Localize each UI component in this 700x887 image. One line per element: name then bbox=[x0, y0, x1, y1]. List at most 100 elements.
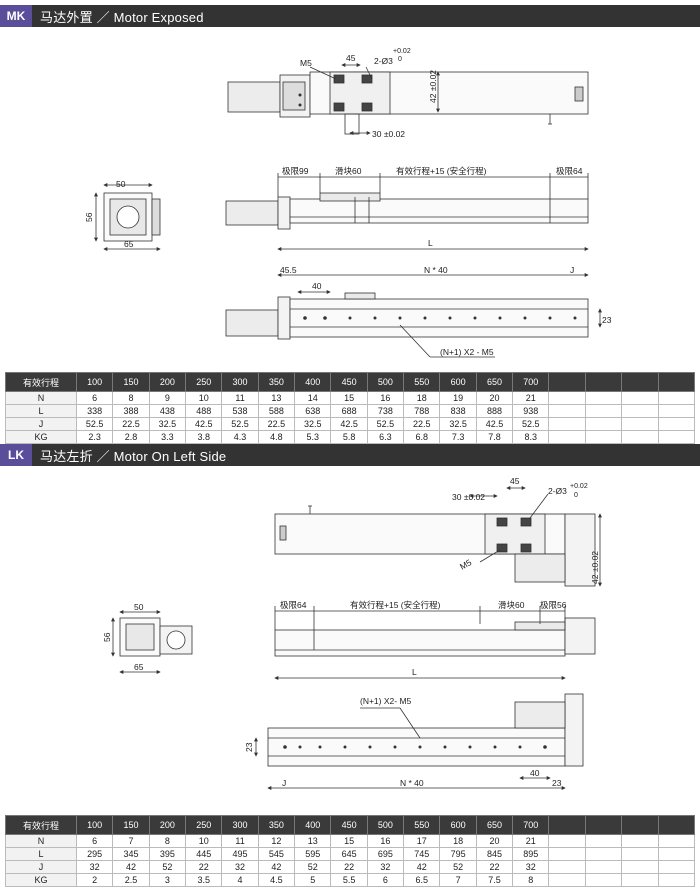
dim-hole: 2-Ø3 bbox=[548, 486, 567, 496]
table-cell: 745 bbox=[403, 847, 441, 861]
header-cell: 500 bbox=[366, 815, 405, 835]
dim-42: 42 ±0.02 bbox=[590, 551, 600, 584]
header-cell: 500 bbox=[366, 372, 405, 392]
section-title: 马达左折 ／ Motor On Left Side bbox=[40, 448, 227, 464]
table-cell: 7 bbox=[439, 873, 477, 887]
table-cell: 42.5 bbox=[330, 417, 368, 431]
header-cell bbox=[621, 815, 659, 835]
table-cell: 52 bbox=[294, 860, 332, 874]
table-cell: 388 bbox=[112, 404, 150, 418]
table-cell: 3.5 bbox=[185, 873, 223, 887]
header-cell: 100 bbox=[75, 815, 114, 835]
table-cell bbox=[657, 834, 695, 848]
table-cell: 6 bbox=[75, 834, 114, 848]
table-cell: 12 bbox=[257, 834, 296, 848]
table-cell: 16 bbox=[366, 834, 405, 848]
section-code: LK bbox=[0, 444, 32, 466]
dim-56: 56 bbox=[102, 632, 112, 642]
header-cell bbox=[657, 372, 695, 392]
table-cell: 52.5 bbox=[512, 417, 550, 431]
table-cell: 345 bbox=[112, 847, 150, 861]
header-cell: 650 bbox=[475, 372, 514, 392]
table-cell: 7.8 bbox=[475, 430, 514, 444]
dim-65: 65 bbox=[134, 662, 144, 672]
section-title: 马达外置 ／ Motor Exposed bbox=[40, 9, 204, 25]
table-cell: 295 bbox=[75, 847, 114, 861]
header-cell: 250 bbox=[185, 815, 223, 835]
dim-hole: 2-Ø3 bbox=[374, 56, 393, 66]
table-cell: 595 bbox=[294, 847, 332, 861]
header-cell: 200 bbox=[148, 372, 187, 392]
table-cell: 3.8 bbox=[185, 430, 223, 444]
table-cell: J bbox=[5, 860, 77, 874]
table-cell: 795 bbox=[439, 847, 477, 861]
table-cell: 2.5 bbox=[112, 873, 150, 887]
dim-45-5: 45.5 bbox=[280, 265, 297, 275]
spec-table-lk: 有效行程 100 150 200 250 300 350 400 450 500… bbox=[5, 815, 695, 887]
table-cell: 32 bbox=[366, 860, 405, 874]
table-cell: 20 bbox=[475, 391, 514, 405]
dim-holes: (N+1) X2- M5 bbox=[360, 696, 412, 706]
spec-table-mk: 有效行程 100 150 200 250 300 350 400 450 500… bbox=[5, 372, 695, 444]
table-cell: 5.3 bbox=[294, 430, 332, 444]
table-cell: 42 bbox=[403, 860, 441, 874]
table-cell: 22.5 bbox=[112, 417, 150, 431]
table-cell bbox=[657, 417, 695, 431]
table-cell: 4.8 bbox=[257, 430, 296, 444]
table-cell: 695 bbox=[366, 847, 405, 861]
table-cell: 495 bbox=[221, 847, 259, 861]
table-cell bbox=[548, 873, 586, 887]
dim-30: 30 ±0.02 bbox=[452, 492, 485, 502]
table-cell: 845 bbox=[475, 847, 514, 861]
dim-j: J bbox=[282, 778, 286, 788]
table-cell: 538 bbox=[221, 404, 259, 418]
header-cell: 700 bbox=[512, 815, 550, 835]
dim-slider: 滑块60 bbox=[498, 600, 525, 610]
table-cell: 18 bbox=[403, 391, 441, 405]
table-cell: 52.5 bbox=[366, 417, 405, 431]
table-cell: 9 bbox=[148, 391, 187, 405]
dim-42: 42 ±0.02 bbox=[428, 70, 438, 103]
table-cell: 32.5 bbox=[294, 417, 332, 431]
dim-40: 40 bbox=[530, 768, 540, 778]
table-cell: 32 bbox=[75, 860, 114, 874]
header-cell: 650 bbox=[475, 815, 514, 835]
dim-45: 45 bbox=[346, 53, 356, 63]
table-cell: 42.5 bbox=[185, 417, 223, 431]
dim-m5: M5 bbox=[300, 58, 312, 68]
header-cell: 450 bbox=[330, 815, 368, 835]
dim-50: 50 bbox=[134, 602, 144, 612]
dim-n40: N * 40 bbox=[424, 265, 448, 275]
dim-holes: (N+1) X2 - M5 bbox=[440, 347, 494, 357]
table-cell bbox=[621, 834, 659, 848]
section-header-lk: LK 马达左折 ／ Motor On Left Side bbox=[0, 444, 700, 466]
table-cell: 7.3 bbox=[439, 430, 477, 444]
dim-50: 50 bbox=[116, 179, 126, 189]
table-cell bbox=[621, 391, 659, 405]
dim-hole-tol0: 0 bbox=[574, 492, 578, 499]
header-cell: 350 bbox=[257, 372, 296, 392]
header-cell: 150 bbox=[112, 815, 150, 835]
table-cell: KG bbox=[5, 430, 77, 444]
header-cell bbox=[548, 372, 586, 392]
header-cell bbox=[621, 372, 659, 392]
table-cell: 15 bbox=[330, 834, 368, 848]
header-cell: 700 bbox=[512, 372, 550, 392]
table-cell: KG bbox=[5, 873, 77, 887]
header-cell bbox=[584, 815, 623, 835]
table-cell bbox=[621, 873, 659, 887]
header-cell: 300 bbox=[221, 815, 259, 835]
table-cell: 545 bbox=[257, 847, 296, 861]
table-cell: N bbox=[5, 834, 77, 848]
header-cell: 350 bbox=[257, 815, 296, 835]
table-cell: 52.5 bbox=[75, 417, 114, 431]
table-cell: 16 bbox=[366, 391, 405, 405]
table-cell: 4.3 bbox=[221, 430, 259, 444]
table-cell bbox=[657, 860, 695, 874]
table-cell: 6 bbox=[366, 873, 405, 887]
table-cell bbox=[548, 430, 586, 444]
dim-m5: M5 bbox=[458, 557, 473, 572]
